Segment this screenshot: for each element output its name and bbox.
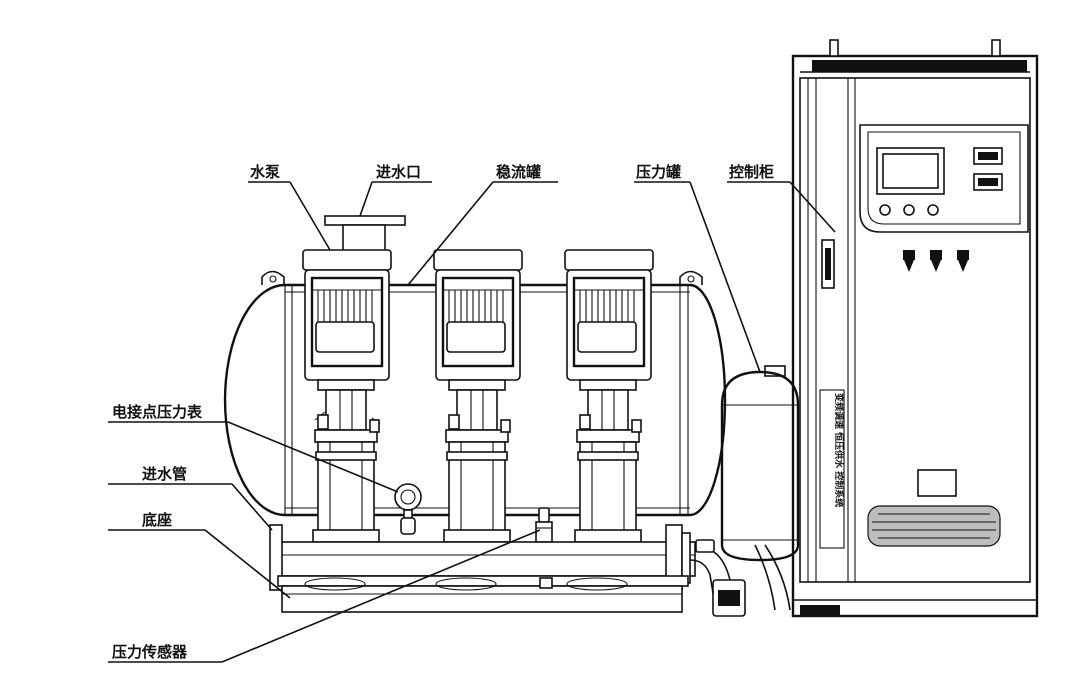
label-pump: 水泵 <box>250 163 280 181</box>
contact-pressure-gauge <box>394 483 422 535</box>
pump-2 <box>433 249 523 543</box>
label-inlet-pipe: 进水管 <box>142 465 187 483</box>
control-cabinet: 变频调速 恒压供水 控制系统 <box>791 39 1039 618</box>
label-contact-gauge: 电接点压力表 <box>112 403 203 421</box>
ventilation-grille <box>867 505 1001 547</box>
label-inlet: 进水口 <box>376 163 421 181</box>
label-pressure-sensor: 压力传感器 <box>112 643 188 661</box>
pressure-tank <box>720 365 800 562</box>
label-base: 底座 <box>142 511 172 529</box>
label-stabilizer-tank: 稳流罐 <box>496 163 541 181</box>
pump-3 <box>564 249 654 543</box>
label-pressure-tank: 压力罐 <box>636 163 681 181</box>
inlet-pipe <box>269 524 696 591</box>
pump-1 <box>302 249 392 543</box>
cabinet-side-text: 变频调速 恒压供水 控制系统 <box>833 393 845 507</box>
base-frame <box>277 575 689 613</box>
pressure-sensor <box>535 507 553 543</box>
outlet-piping <box>689 539 791 617</box>
inlet-port <box>324 215 406 252</box>
leader-lines <box>108 181 836 663</box>
label-control-cabinet: 控制柜 <box>729 163 774 181</box>
